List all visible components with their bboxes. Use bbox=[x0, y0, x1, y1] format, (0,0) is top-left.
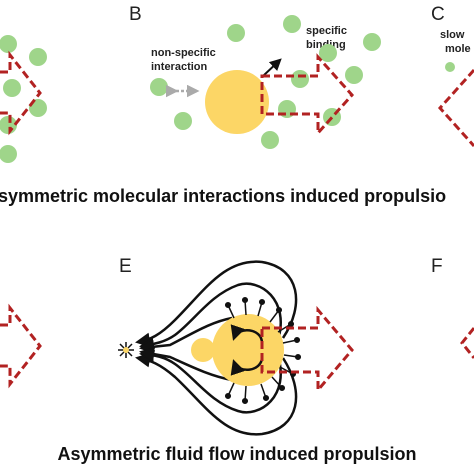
top-row-caption: symmetric molecular interactions induced… bbox=[0, 186, 446, 206]
nonspecific-line-2: interaction bbox=[151, 61, 208, 73]
panel-e: E bbox=[118, 256, 354, 436]
flow-streamline bbox=[139, 347, 282, 414]
panel-label-f: F bbox=[431, 256, 443, 277]
molecule-dot bbox=[227, 24, 245, 42]
molecule-dot bbox=[345, 66, 363, 84]
nonspecific-line-1: non-specific bbox=[151, 47, 216, 59]
molecule-dot bbox=[29, 48, 47, 66]
panel-b: B non-specific interaction specific bind… bbox=[129, 4, 363, 149]
nonspecific-interaction-label: non-specific interaction bbox=[151, 47, 219, 73]
flow-streamline bbox=[139, 346, 233, 382]
molecule-dot bbox=[3, 79, 21, 97]
propulsion-arrow-outline bbox=[0, 50, 42, 136]
panel-f: F bbox=[431, 256, 474, 359]
molecule-dot bbox=[363, 33, 381, 51]
flow-streamline bbox=[139, 316, 233, 355]
propulsion-arrow-outline bbox=[260, 305, 354, 395]
molecule-dot bbox=[445, 62, 455, 72]
specific-line-1: specific bbox=[306, 25, 347, 37]
panel-label-e: E bbox=[119, 256, 132, 277]
panel-a bbox=[0, 35, 47, 163]
molecule-dot bbox=[174, 112, 192, 130]
slow-line-2: mole bbox=[445, 43, 471, 55]
molecule-dot bbox=[0, 35, 17, 53]
flow-streamline bbox=[135, 352, 298, 436]
panel-d bbox=[0, 303, 42, 389]
slow-line-1: slow bbox=[440, 29, 465, 41]
molecule-dot bbox=[0, 145, 17, 163]
molecule-dot bbox=[319, 44, 337, 62]
specific-binding-arrow bbox=[262, 58, 282, 77]
janus-particle bbox=[205, 70, 269, 134]
slow-molecule-label: slow mole bbox=[440, 29, 471, 55]
small-particle-spokes bbox=[118, 342, 134, 358]
propulsion-arrow-outline bbox=[260, 53, 355, 137]
molecule-dot bbox=[150, 78, 168, 96]
small-particle bbox=[191, 338, 215, 362]
molecule-dot bbox=[261, 131, 279, 149]
janus-particle bbox=[212, 314, 284, 386]
panel-c: C slow mole bbox=[363, 4, 474, 148]
propulsion-arrow-outline bbox=[437, 68, 474, 148]
propulsion-arrow-outline bbox=[460, 327, 474, 359]
recirculation-arrow bbox=[230, 324, 264, 344]
propulsion-arrow-outline bbox=[0, 303, 42, 389]
panel-label-b: B bbox=[129, 4, 142, 25]
flow-streamline bbox=[135, 260, 298, 348]
panel-label-c: C bbox=[431, 4, 445, 25]
molecule-dot bbox=[283, 15, 301, 33]
flow-streamline bbox=[139, 282, 282, 352]
bottom-row-caption: Asymmetric fluid flow induced propulsion bbox=[57, 444, 416, 464]
molecule-dot bbox=[291, 70, 309, 88]
